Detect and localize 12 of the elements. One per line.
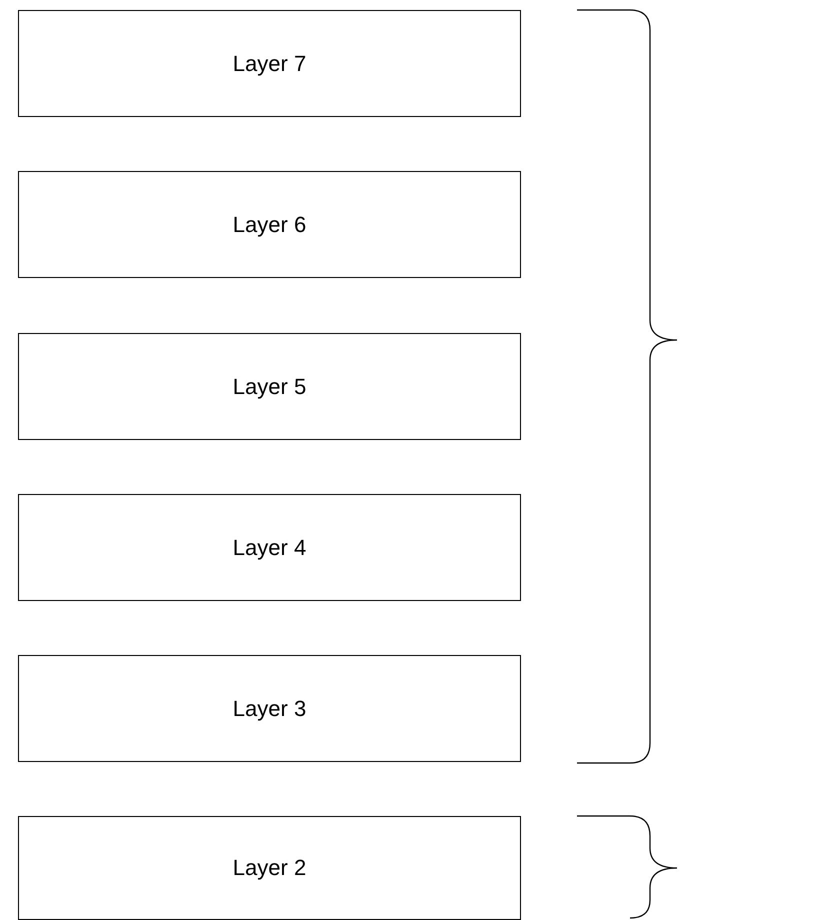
layer-label: Layer 2 [232,855,306,881]
layer-label: Layer 3 [232,696,306,722]
layer-label: Layer 4 [232,534,306,560]
layer-label: Layer 6 [232,212,306,238]
layer-box [18,816,521,920]
layer-label: Layer 7 [232,50,306,76]
layer-box [18,171,521,278]
layer-box [18,333,521,440]
layer-label: Layer 5 [232,374,306,400]
layer-box [18,655,521,762]
layer-box [18,10,521,117]
layer-box [18,494,521,601]
